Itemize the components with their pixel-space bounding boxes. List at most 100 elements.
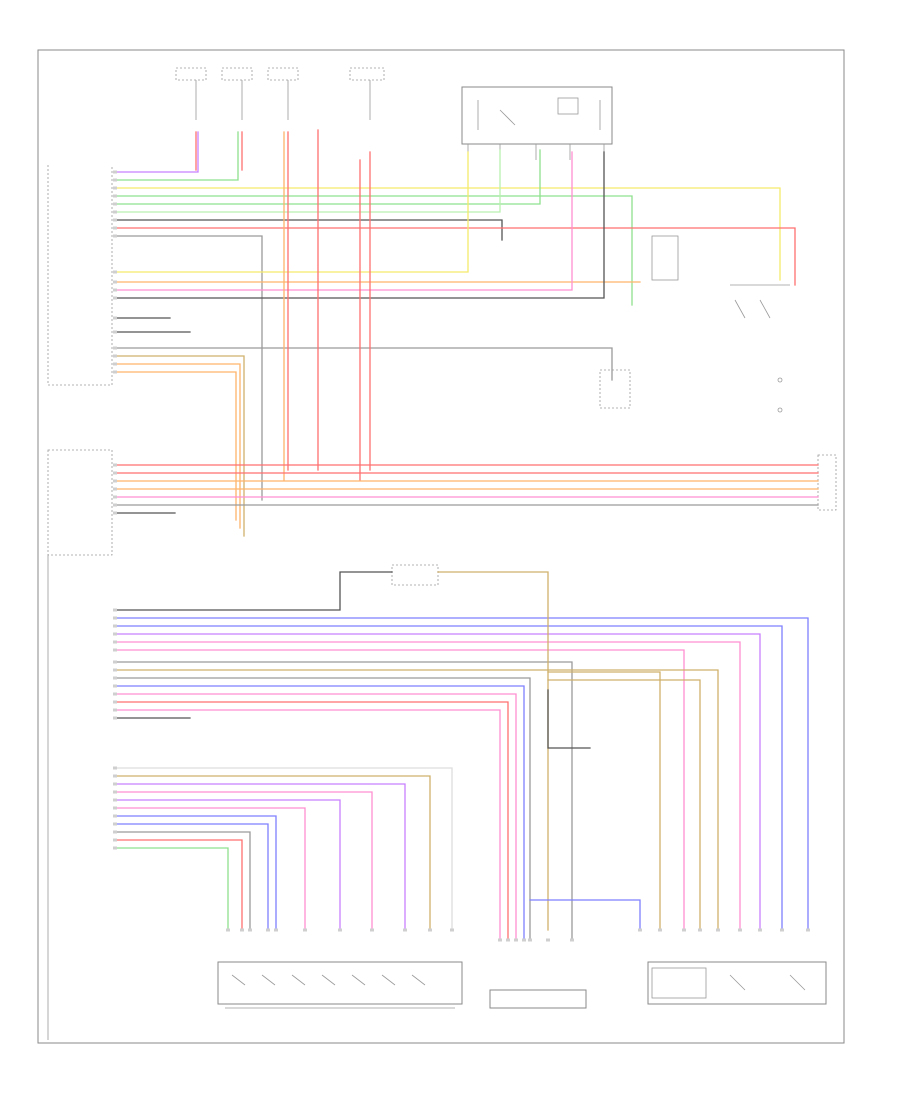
lower-wire-11 bbox=[114, 693, 517, 941]
ecm-tap-wire bbox=[547, 689, 591, 749]
mid-pin-3 bbox=[113, 479, 117, 483]
door-switch-pin-11 bbox=[450, 928, 454, 932]
upper-wire-13 bbox=[114, 151, 605, 299]
upper-pin-3 bbox=[113, 186, 117, 190]
lower-wire-1 bbox=[114, 571, 393, 611]
power-window-pin-3 bbox=[682, 928, 686, 932]
mirror-switch-outline bbox=[489, 989, 587, 1009]
mid-pin-7 bbox=[113, 511, 117, 515]
door-switch-pin-10 bbox=[428, 928, 432, 932]
door-switch-contacts bbox=[231, 974, 426, 986]
ccm-lower bbox=[47, 449, 113, 1040]
lower-wire-6 bbox=[114, 649, 685, 931]
bottom-pin-3 bbox=[113, 782, 117, 786]
bottom-pin-4 bbox=[113, 790, 117, 794]
upper-wire-1 bbox=[114, 131, 199, 173]
lower-pin-5 bbox=[113, 640, 117, 644]
upper-pin-14 bbox=[113, 316, 117, 320]
power-window bbox=[647, 961, 827, 1005]
wire-harness bbox=[114, 129, 819, 941]
lower-pin-1 bbox=[113, 608, 117, 612]
lower-pin-8 bbox=[113, 668, 117, 672]
lower-wire-5 bbox=[114, 641, 741, 931]
mid-pin-4 bbox=[113, 487, 117, 491]
relay-contacts bbox=[477, 100, 601, 130]
lower-pin-13 bbox=[113, 708, 117, 712]
lower-wire-9 bbox=[114, 677, 531, 941]
bottom-pin-8 bbox=[113, 822, 117, 826]
bottom-wire-7 bbox=[114, 815, 277, 931]
bottom-wire-3 bbox=[114, 783, 406, 931]
bottom-pin-9 bbox=[113, 830, 117, 834]
mirror-switch-pin-6 bbox=[546, 938, 550, 942]
relay-small-1 bbox=[651, 235, 679, 281]
ecm bbox=[817, 454, 837, 511]
mid-pin-1 bbox=[113, 463, 117, 467]
upper-wire-4 bbox=[114, 195, 633, 306]
upper-wire-18 bbox=[114, 363, 241, 529]
mirror-switch-pin-7 bbox=[570, 938, 574, 942]
lower-pin-10 bbox=[113, 684, 117, 688]
bottom-pin-7 bbox=[113, 814, 117, 818]
lower-pin-3 bbox=[113, 624, 117, 628]
lower-pin-7 bbox=[113, 660, 117, 664]
lower-wire-12 bbox=[114, 701, 509, 941]
upper-wire-12 bbox=[114, 151, 573, 291]
upper-pin-19 bbox=[113, 370, 117, 374]
upper-wire-3 bbox=[114, 187, 781, 281]
upper-wire-6 bbox=[114, 149, 501, 213]
power-window-pin-4 bbox=[698, 928, 702, 932]
lower-pin-6 bbox=[113, 648, 117, 652]
upper-pin-6 bbox=[113, 210, 117, 214]
fuse-drops bbox=[195, 80, 371, 120]
relay-small-2 bbox=[599, 369, 631, 409]
relay-box-outline bbox=[461, 86, 613, 145]
lower-wire-13 bbox=[114, 709, 501, 941]
upper-pin-4 bbox=[113, 194, 117, 198]
blue-tap-wire bbox=[529, 899, 641, 931]
neutral-switch bbox=[391, 564, 439, 586]
upper-wire-17 bbox=[114, 355, 245, 537]
upper-wire-19 bbox=[114, 371, 237, 521]
ecm-outline bbox=[817, 454, 837, 511]
upper-pin-17 bbox=[113, 354, 117, 358]
bottom-wire-8 bbox=[114, 823, 269, 931]
upper-pin-12 bbox=[113, 288, 117, 292]
fuse-box-3 bbox=[267, 67, 299, 81]
upper-wire-8 bbox=[114, 227, 796, 286]
power-window-pin-1 bbox=[638, 928, 642, 932]
neutral-switch-outline bbox=[391, 564, 439, 586]
lower-wire-8 bbox=[114, 669, 719, 931]
power-window-contacts bbox=[729, 974, 806, 991]
lower-pin-12 bbox=[113, 700, 117, 704]
bottom-wire-6 bbox=[114, 807, 306, 931]
lower-pin-2 bbox=[113, 616, 117, 620]
bottom-wire-5 bbox=[114, 799, 341, 931]
upper-pin-15 bbox=[113, 330, 117, 334]
bottom-wire-11 bbox=[114, 847, 229, 931]
upper-wire-5 bbox=[114, 149, 541, 205]
ccm-upper bbox=[47, 165, 113, 386]
lower-pin-14 bbox=[113, 716, 117, 720]
mirror-switch-pin-4 bbox=[522, 938, 526, 942]
node-1 bbox=[777, 377, 783, 383]
door-switch-outline bbox=[217, 961, 463, 1005]
upper-pin-13 bbox=[113, 296, 117, 300]
upper-pin-16 bbox=[113, 346, 117, 350]
lower-pin-9 bbox=[113, 676, 117, 680]
upper-wire-7 bbox=[114, 219, 503, 241]
lower-pin-4 bbox=[113, 632, 117, 636]
upper-wire-2 bbox=[114, 131, 239, 181]
diagram-frame bbox=[37, 49, 845, 1044]
relay-box-top bbox=[461, 86, 613, 160]
fuse-block bbox=[175, 67, 385, 120]
bottom-wire-4 bbox=[114, 791, 373, 931]
upper-pin-18 bbox=[113, 362, 117, 366]
relay-pins bbox=[467, 144, 605, 160]
bottom-wire-10 bbox=[114, 839, 243, 931]
lower-wire-7 bbox=[114, 661, 573, 941]
door-switch-pin-8 bbox=[370, 928, 374, 932]
door-switch-pin-5 bbox=[274, 928, 278, 932]
upper-pin-1 bbox=[113, 170, 117, 174]
